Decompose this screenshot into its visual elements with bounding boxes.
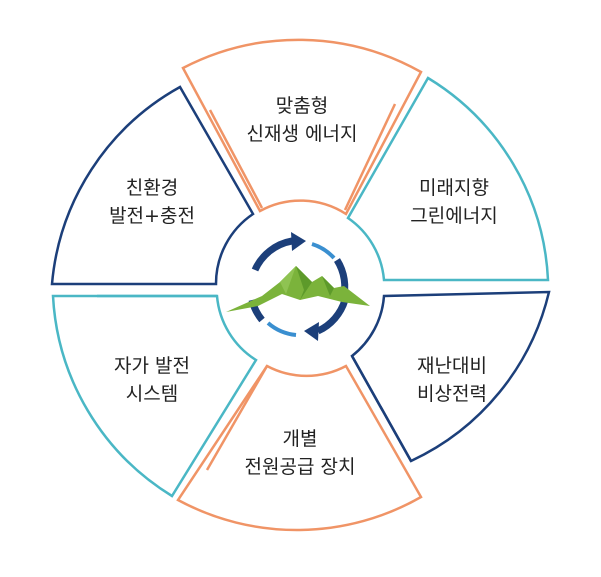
segment-lower-right-line1: 재난대비 — [417, 355, 487, 377]
mountain-icon — [226, 266, 370, 312]
segment-outline-upper-left — [50, 85, 255, 286]
segment-bottom-line2: 전원공급 장치 — [244, 456, 356, 478]
segment-outline-lower-left — [51, 294, 258, 498]
segment-outline-lower-right — [350, 290, 551, 463]
segment-lower-right-line2: 비상전력 — [417, 383, 487, 405]
segment-label-lower-right: 재난대비 비상전력 — [392, 352, 512, 408]
segment-label-upper-right: 미래지향 그린에너지 — [394, 174, 514, 230]
segment-label-top: 맞춤형 신재생 에너지 — [232, 92, 372, 148]
inner-stub-bottom-left — [205, 365, 269, 471]
segment-upper-right-line1: 미래지향 — [419, 177, 489, 199]
inner-stub-lower-right — [350, 355, 413, 462]
segment-lower-left-line2: 시스템 — [125, 383, 179, 405]
segment-label-lower-left: 자가 발전 시스템 — [92, 352, 212, 408]
segment-upper-right-line2: 그린에너지 — [410, 205, 498, 227]
segment-lower-left-line1: 자가 발전 — [114, 355, 190, 377]
inner-stub-top-left — [208, 109, 264, 209]
segment-label-bottom: 개별 전원공급 장치 — [230, 425, 370, 481]
segment-outline-bottom — [176, 364, 423, 532]
inner-stub-top-right — [343, 103, 397, 211]
segment-bottom-line1: 개별 — [282, 428, 318, 450]
segment-upper-left-line2: 발전+충전 — [109, 205, 195, 227]
segment-outline-top — [181, 38, 423, 216]
segment-top-line2: 신재생 에너지 — [246, 123, 358, 145]
segment-top-line1: 맞춤형 — [275, 95, 329, 117]
segment-label-upper-left: 친환경 발전+충전 — [92, 174, 212, 230]
segment-upper-left-line1: 친환경 — [125, 177, 179, 199]
segment-outline-upper-right — [346, 76, 550, 282]
